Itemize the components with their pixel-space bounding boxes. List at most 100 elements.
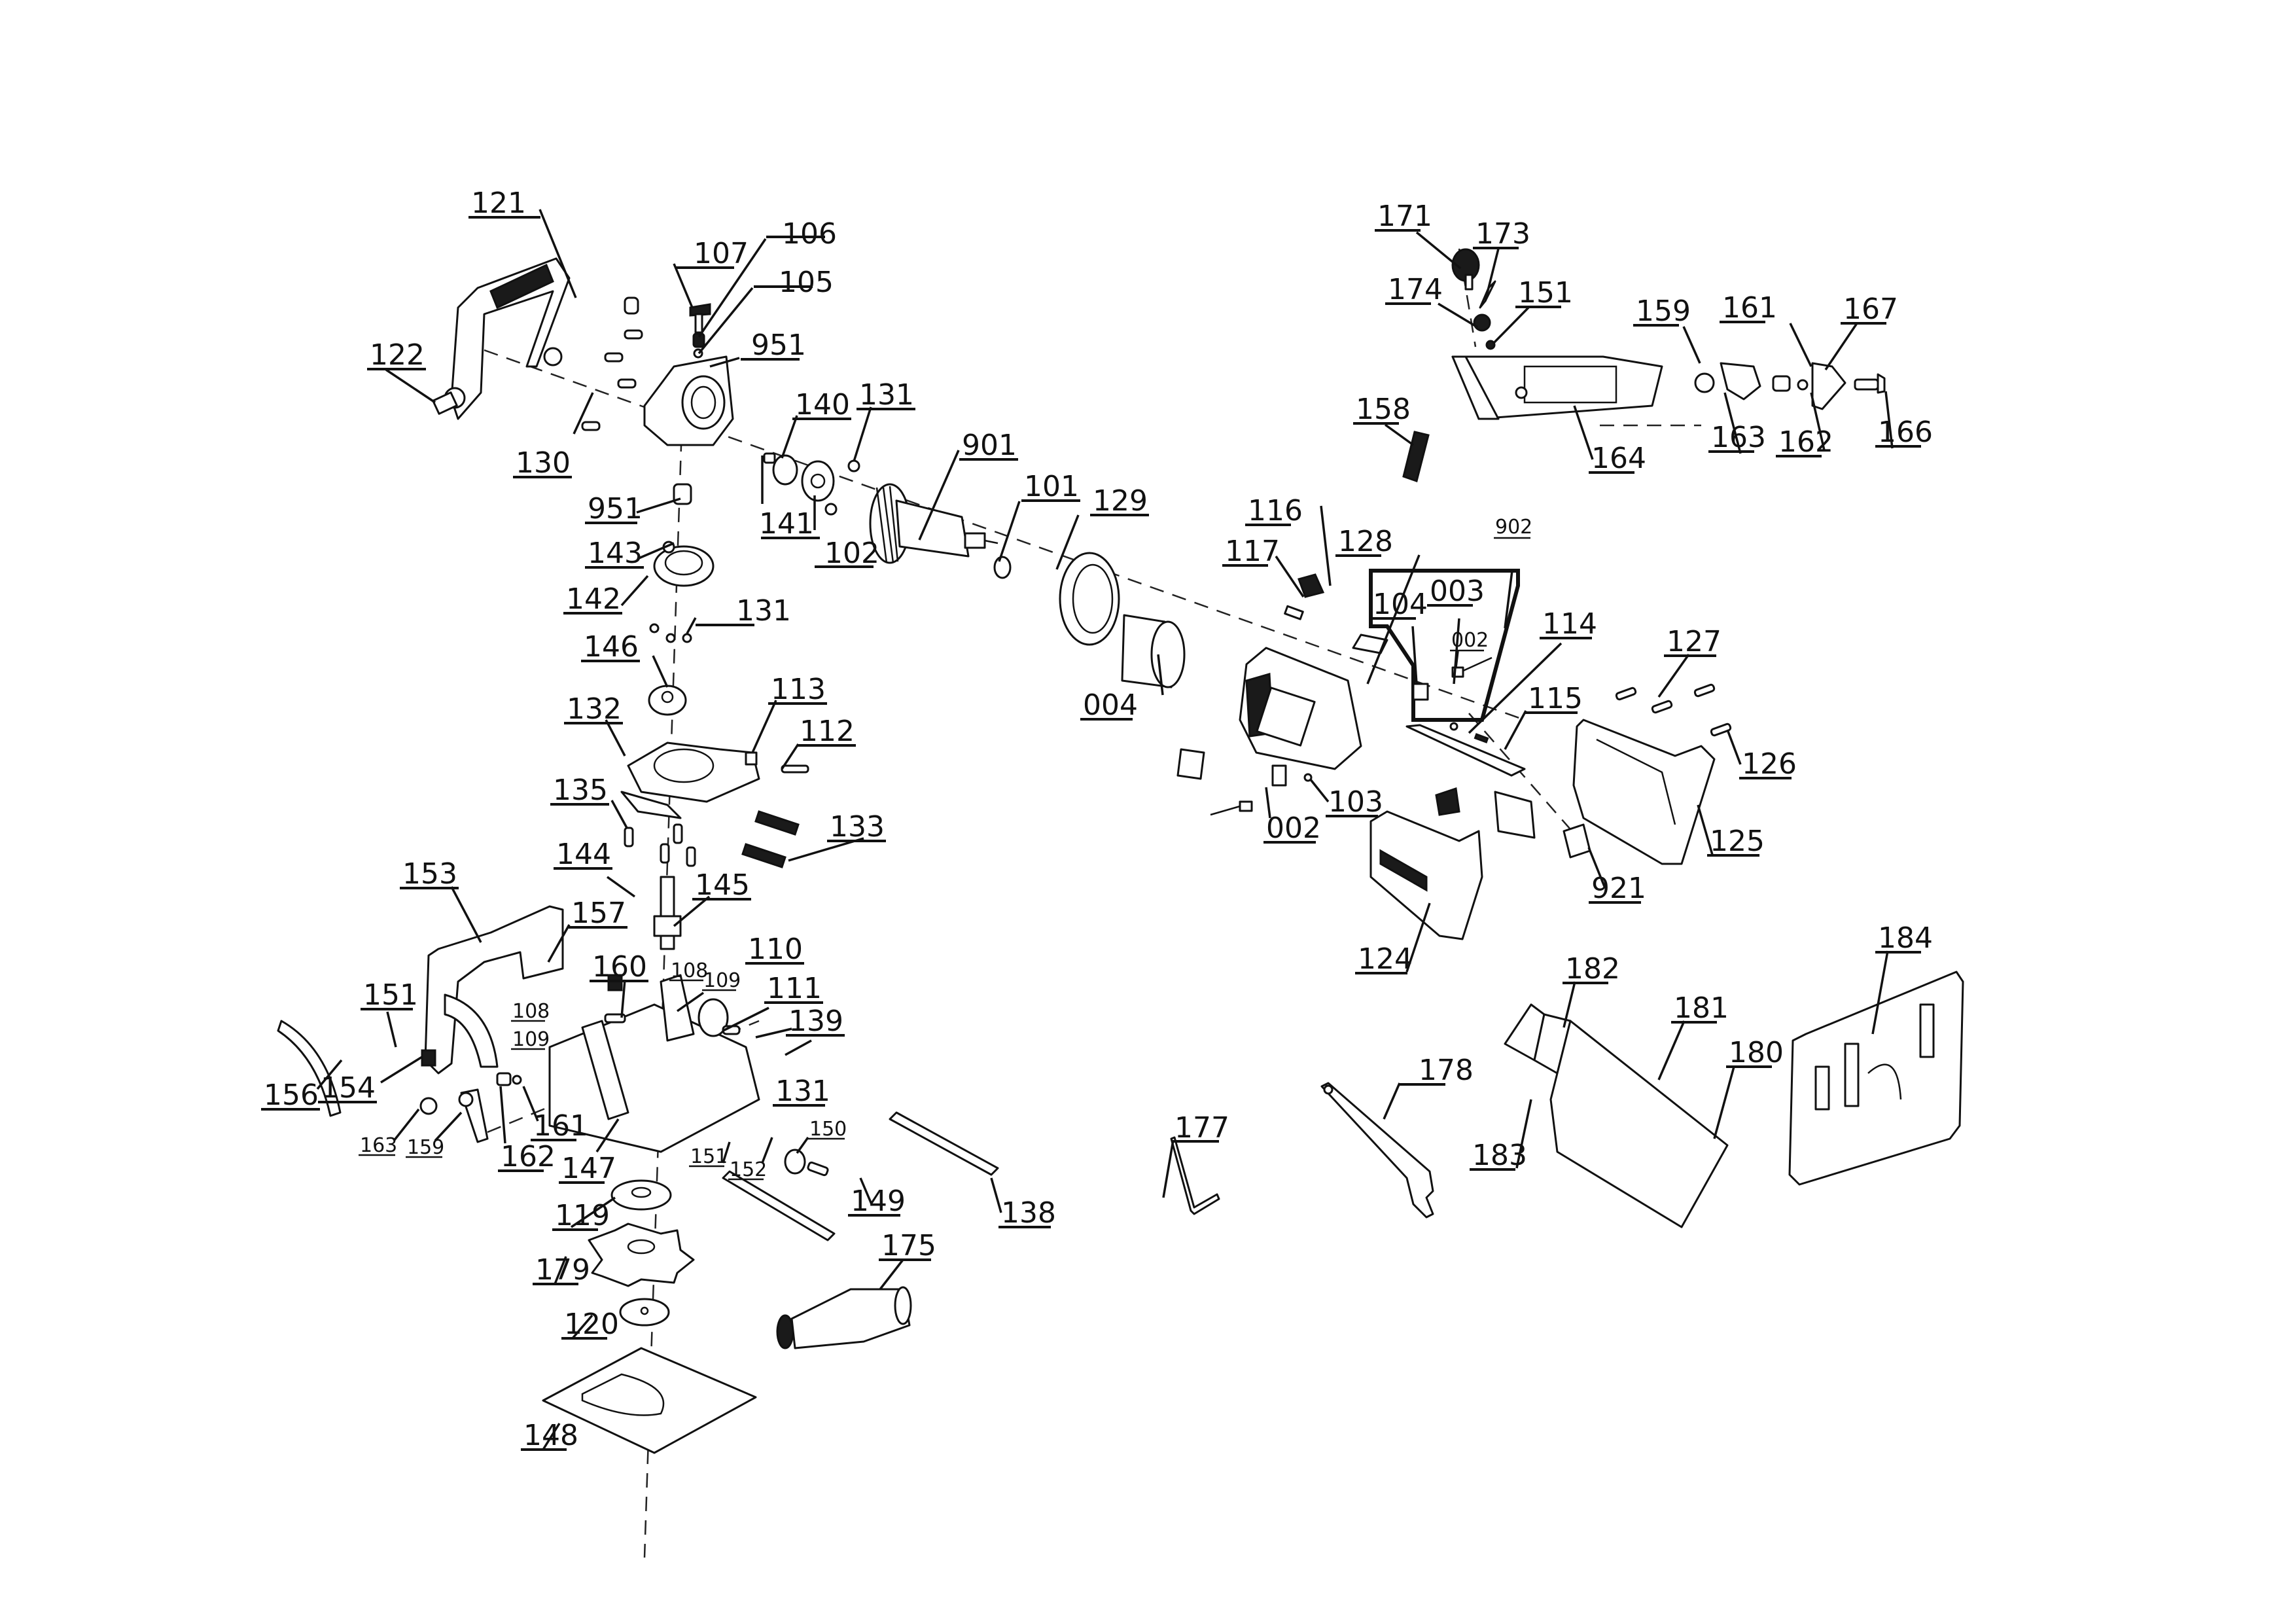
bearings-140-102 — [763, 452, 860, 516]
fence-lock-159-167 — [1694, 362, 1886, 410]
label-135: 135 — [553, 774, 608, 807]
stator-004 — [1121, 614, 1186, 688]
label-166: 166 — [1878, 416, 1933, 449]
screws-130 — [581, 296, 643, 431]
label-106: 106 — [782, 217, 837, 251]
clips-154-160 — [421, 974, 626, 1067]
label-951-top: 951 — [751, 329, 806, 362]
label-004: 004 — [1083, 688, 1138, 722]
label-178: 178 — [1419, 1054, 1474, 1087]
dust-port-175 — [776, 1286, 912, 1349]
label-183: 183 — [1472, 1139, 1527, 1172]
label-002-box: 002 — [1451, 629, 1489, 652]
label-162-fence: 162 — [1778, 425, 1833, 459]
label-156: 156 — [264, 1079, 319, 1112]
baffle-129 — [1059, 552, 1120, 646]
label-147: 147 — [561, 1152, 616, 1185]
flange-120 — [619, 1298, 670, 1327]
blade-179 — [588, 1222, 695, 1287]
rear-handle-125 — [1572, 719, 1716, 865]
label-111: 111 — [767, 972, 822, 1005]
label-159-left: 159 — [407, 1136, 444, 1159]
label-177: 177 — [1174, 1111, 1229, 1145]
fence-164 — [1451, 355, 1663, 420]
label-122: 122 — [370, 338, 425, 372]
label-151-left: 151 — [363, 978, 418, 1012]
label-161-fence: 161 — [1722, 291, 1777, 325]
spanner-178 — [1320, 1082, 1434, 1219]
gear-housing-951 — [643, 355, 734, 446]
base-plate-148 — [542, 1347, 757, 1454]
label-108-left: 108 — [512, 1000, 550, 1023]
handle-121 — [444, 257, 571, 420]
label-150: 150 — [809, 1118, 847, 1141]
rods-138 — [722, 1111, 999, 1241]
label-152: 152 — [730, 1158, 767, 1181]
label-121: 121 — [471, 187, 526, 220]
label-130: 130 — [516, 446, 571, 480]
label-129: 129 — [1093, 484, 1148, 518]
label-173: 173 — [1475, 217, 1530, 251]
case-184 — [1788, 971, 1964, 1186]
switch-rod-114 — [1405, 722, 1526, 777]
angle-fence-153 — [424, 905, 564, 1075]
label-149: 149 — [851, 1185, 906, 1218]
label-162-left: 162 — [501, 1140, 556, 1173]
part-labels: 121 122 107 106 105 951 130 951 140 131 … — [261, 187, 1933, 1452]
label-117: 117 — [1225, 535, 1280, 568]
label-184: 184 — [1878, 921, 1933, 955]
label-141: 141 — [759, 507, 814, 541]
hex-key-177 — [1170, 1136, 1220, 1215]
label-182: 182 — [1565, 952, 1620, 986]
label-158: 158 — [1356, 393, 1411, 426]
label-109-left: 109 — [512, 1028, 550, 1051]
flange-119 — [610, 1179, 672, 1211]
label-116: 116 — [1248, 494, 1303, 527]
brush-holder-lower — [1210, 764, 1313, 816]
label-174: 174 — [1388, 273, 1443, 306]
screws-127-126 — [1615, 683, 1732, 737]
label-133: 133 — [830, 810, 885, 844]
label-180: 180 — [1729, 1036, 1784, 1069]
label-102: 102 — [824, 537, 879, 570]
label-164: 164 — [1591, 442, 1646, 475]
scale-strip-156 — [277, 1020, 342, 1117]
label-003: 003 — [1430, 575, 1485, 608]
label-115: 115 — [1528, 682, 1583, 715]
label-151-base: 151 — [690, 1145, 728, 1168]
label-127: 127 — [1667, 625, 1722, 658]
label-951-sleeve: 951 — [588, 492, 643, 526]
label-160: 160 — [592, 950, 647, 984]
label-002-lower: 002 — [1266, 812, 1321, 845]
label-132: 132 — [567, 692, 622, 726]
label-110: 110 — [748, 933, 803, 966]
scale-158 — [1402, 431, 1430, 482]
label-120: 120 — [564, 1308, 619, 1341]
base-147 — [548, 974, 760, 1153]
label-128: 128 — [1338, 525, 1393, 558]
washer-101 — [993, 556, 1012, 579]
screw-122 — [432, 391, 458, 415]
label-901: 901 — [962, 429, 1017, 462]
label-144: 144 — [556, 838, 611, 871]
label-148: 148 — [523, 1419, 578, 1452]
armature-901 — [869, 483, 998, 564]
label-143: 143 — [588, 537, 643, 570]
spindle-145 — [653, 876, 682, 950]
label-114: 114 — [1542, 607, 1597, 641]
label-124: 124 — [1358, 942, 1413, 976]
label-154: 154 — [321, 1071, 376, 1105]
label-146: 146 — [584, 630, 639, 664]
screws-135 — [624, 823, 696, 867]
label-131-top: 131 — [859, 378, 914, 412]
label-167: 167 — [1843, 293, 1898, 326]
label-108-right: 108 — [671, 959, 708, 982]
label-131-mid: 131 — [736, 594, 791, 628]
label-161-left: 161 — [533, 1109, 588, 1143]
label-138: 138 — [1001, 1196, 1056, 1230]
label-179: 179 — [535, 1253, 590, 1287]
label-921: 921 — [1591, 872, 1646, 905]
leader-lines — [316, 209, 1894, 1450]
label-112: 112 — [800, 715, 855, 748]
